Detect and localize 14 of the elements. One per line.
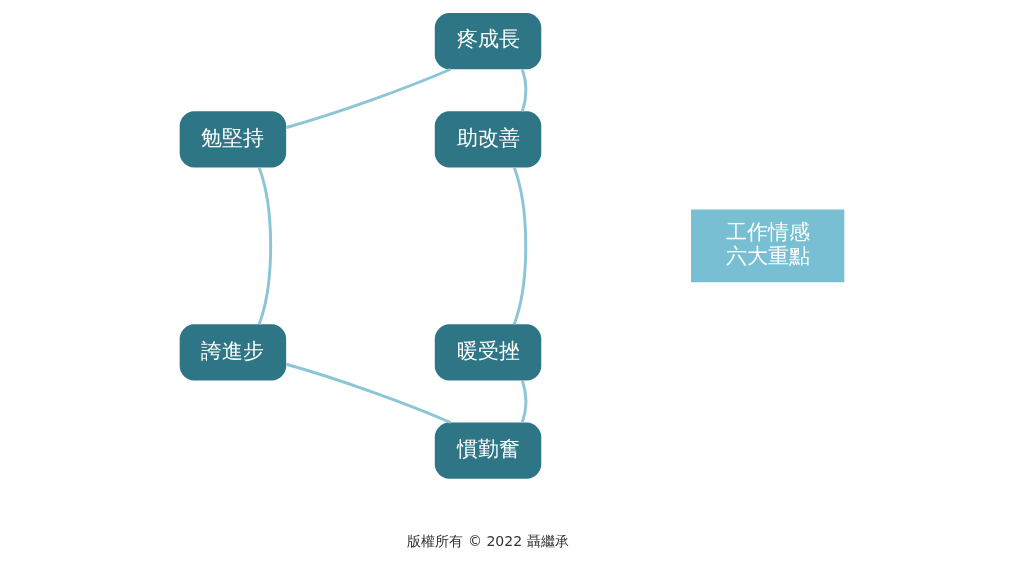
label: 版權所有 © 2022 聶繼承 (407, 532, 569, 549)
connector (257, 167, 273, 325)
node-box: 勉堅持 (179, 111, 287, 168)
node-box: 工作情感六大重點 (691, 209, 845, 283)
node-box: 誇進步 (179, 324, 287, 381)
connector (512, 167, 528, 325)
node-box: 暖受挫 (434, 324, 542, 381)
connector (520, 380, 528, 423)
node-box: 疼成長 (434, 13, 542, 70)
node-box: 助改善 (434, 111, 542, 168)
connector (285, 362, 452, 424)
connector (286, 67, 452, 129)
node-box: 慣勤奮 (434, 422, 542, 479)
connector (520, 69, 528, 112)
